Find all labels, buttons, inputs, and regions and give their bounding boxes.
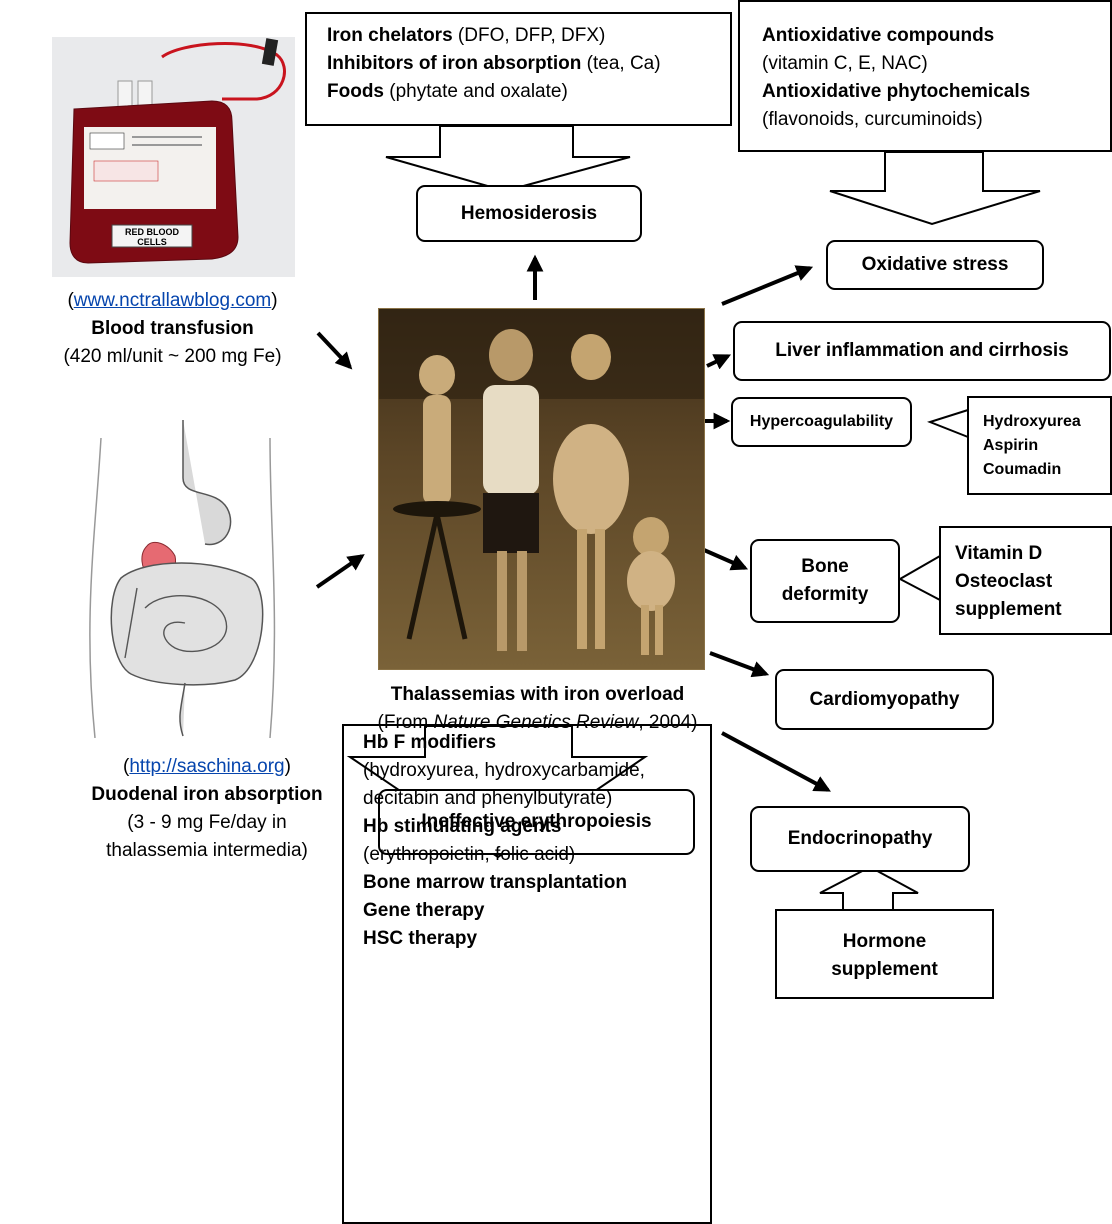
anticoag-item: Aspirin [983, 437, 1039, 454]
ineffective-erythropoiesis-node: Ineffective erythropoiesis [378, 789, 695, 855]
absorption-inhibitors-label: Inhibitors of iron absorption [327, 53, 582, 74]
duodenal-source-link[interactable]: http://saschina.org [129, 756, 285, 777]
anticoag-item: Hydroxyurea [983, 413, 1081, 430]
hormone-line2: supplement [831, 959, 938, 980]
absorption-inhibitors-detail: (tea, Ca) [581, 53, 661, 74]
foods-label: Foods [327, 81, 384, 102]
thalassemia-photo [378, 308, 705, 670]
bone-treatment-item: Osteoclast [955, 571, 1053, 592]
anticoag-item: Coumadin [983, 461, 1062, 478]
endocrinopathy-node: Endocrinopathy [750, 806, 970, 872]
antioxidative-compounds-detail: (vitamin C, E, NAC) [762, 53, 928, 74]
source-suffix: , 2004) [638, 712, 698, 733]
hollow-arrow-antioxidants [829, 151, 1041, 226]
duodenal-caption: (http://saschina.org) Duodenal iron abso… [62, 753, 352, 865]
hormone-callout-pointer [819, 865, 919, 910]
paren-open: ( [67, 290, 74, 311]
hormone-supplement-box: Hormone supplement [775, 909, 994, 999]
paren-close: ) [284, 756, 291, 777]
arrow-to-oxidative [721, 265, 814, 306]
bone-label-line1: Bone [801, 556, 849, 577]
hb-stimulating-label: Hb stimulating agents [363, 816, 562, 837]
paren-open: ( [123, 756, 130, 777]
bone-marrow-label: Bone marrow transplantation [363, 872, 627, 893]
hypercoagulability-node: Hypercoagulability [731, 397, 912, 447]
chelators-detail: (DFO, DFP, DFX) [452, 25, 606, 46]
bone-label-line2: deformity [781, 584, 869, 605]
paren-close: ) [271, 290, 278, 311]
blood-transfusion-caption: (www.nctrallawblog.com) Blood transfusio… [30, 287, 315, 371]
hbf-modifiers-detail1: (hydroxyurea, hydroxycarbamide, [363, 760, 645, 781]
antioxidative-compounds-label: Antioxidative compounds [762, 25, 995, 46]
source-prefix: (From [377, 712, 434, 733]
oxidative-stress-node: Oxidative stress [826, 240, 1044, 290]
hemosiderosis-node: Hemosiderosis [416, 185, 642, 242]
hormone-line1: Hormone [842, 931, 927, 952]
transfusion-source-link[interactable]: www.nctrallawblog.com [73, 290, 272, 311]
hsc-therapy-label: HSC therapy [363, 928, 478, 949]
hypercoag-callout-pointer [927, 409, 969, 438]
bone-treatment-item: supplement [955, 599, 1062, 620]
bag-label-cells: CELLS [137, 237, 167, 247]
bone-treatment-box: Vitamin D Osteoclast supplement [939, 526, 1112, 635]
antioxidative-phytochemicals-detail: (flavonoids, curcuminoids) [762, 109, 983, 130]
arrow-to-endocrinopathy [721, 731, 831, 792]
arrow-from-duodenal [315, 554, 365, 589]
cardiomyopathy-node: Cardiomyopathy [775, 669, 994, 730]
hb-stimulating-detail: (erythropoietin, folic acid) [363, 844, 576, 865]
center-caption: Thalassemias with iron overload (From Na… [340, 681, 735, 737]
hbf-modifiers-detail2: decitabin and phenylbutyrate) [363, 788, 613, 809]
bone-callout-pointer [897, 555, 941, 601]
blood-transfusion-title: Blood transfusion [91, 318, 254, 339]
antioxidants-box: Antioxidative compounds (vitamin C, E, N… [738, 0, 1112, 152]
chelators-label: Iron chelators [327, 25, 453, 46]
arrow-from-transfusion [316, 331, 353, 370]
arrow-to-liver [706, 354, 732, 370]
bag-label-red-blood: RED BLOOD [125, 227, 180, 237]
digestive-tract-image [65, 418, 300, 739]
source-journal: Nature Genetics Review [433, 712, 639, 733]
anticoagulants-box: Hydroxyurea Aspirin Coumadin [967, 396, 1112, 495]
hbf-modifiers-label: Hb F modifiers [363, 732, 497, 753]
bone-deformity-node: Bone deformity [750, 539, 900, 623]
liver-node: Liver inflammation and cirrhosis [733, 321, 1111, 381]
center-caption-source: (From Nature Genetics Review, 2004) [340, 709, 735, 737]
blood-bag-drawing: RED BLOOD CELLS [69, 38, 286, 264]
blood-transfusion-detail: (420 ml/unit ~ 200 mg Fe) [63, 346, 282, 367]
duodenal-detail2: thalassemia intermedia) [106, 840, 308, 861]
chelators-line: Iron chelators (DFO, DFP, DFX) [327, 22, 730, 50]
chelators-box: Iron chelators (DFO, DFP, DFX) Inhibitor… [305, 12, 732, 126]
center-caption-title: Thalassemias with iron overload [390, 684, 685, 705]
arrow-to-bone [703, 548, 749, 571]
transfusion-source: (www.nctrallawblog.com) [30, 287, 315, 315]
duodenal-detail1: (3 - 9 mg Fe/day in [127, 812, 287, 833]
hollow-arrow-chelators [385, 125, 631, 193]
duodenal-title: Duodenal iron absorption [91, 784, 323, 805]
antioxidative-phytochemicals-label: Antioxidative phytochemicals [762, 81, 1031, 102]
bone-treatment-item: Vitamin D [955, 543, 1043, 564]
gene-therapy-label: Gene therapy [363, 900, 485, 921]
blood-bag-image: RED BLOOD CELLS [52, 37, 295, 277]
foods-line: Foods (phytate and oxalate) [327, 78, 730, 106]
digestive-tract-drawing [89, 420, 276, 739]
duodenal-source: (http://saschina.org) [62, 753, 352, 781]
absorption-inhibitors-line: Inhibitors of iron absorption (tea, Ca) [327, 50, 730, 78]
foods-detail: (phytate and oxalate) [384, 81, 568, 102]
arrow-to-cardiomyopathy [709, 651, 770, 678]
treatments-box: Hb F modifiers (hydroxyurea, hydroxycarb… [342, 724, 712, 1224]
thalassemia-photo-drawing [379, 309, 704, 655]
